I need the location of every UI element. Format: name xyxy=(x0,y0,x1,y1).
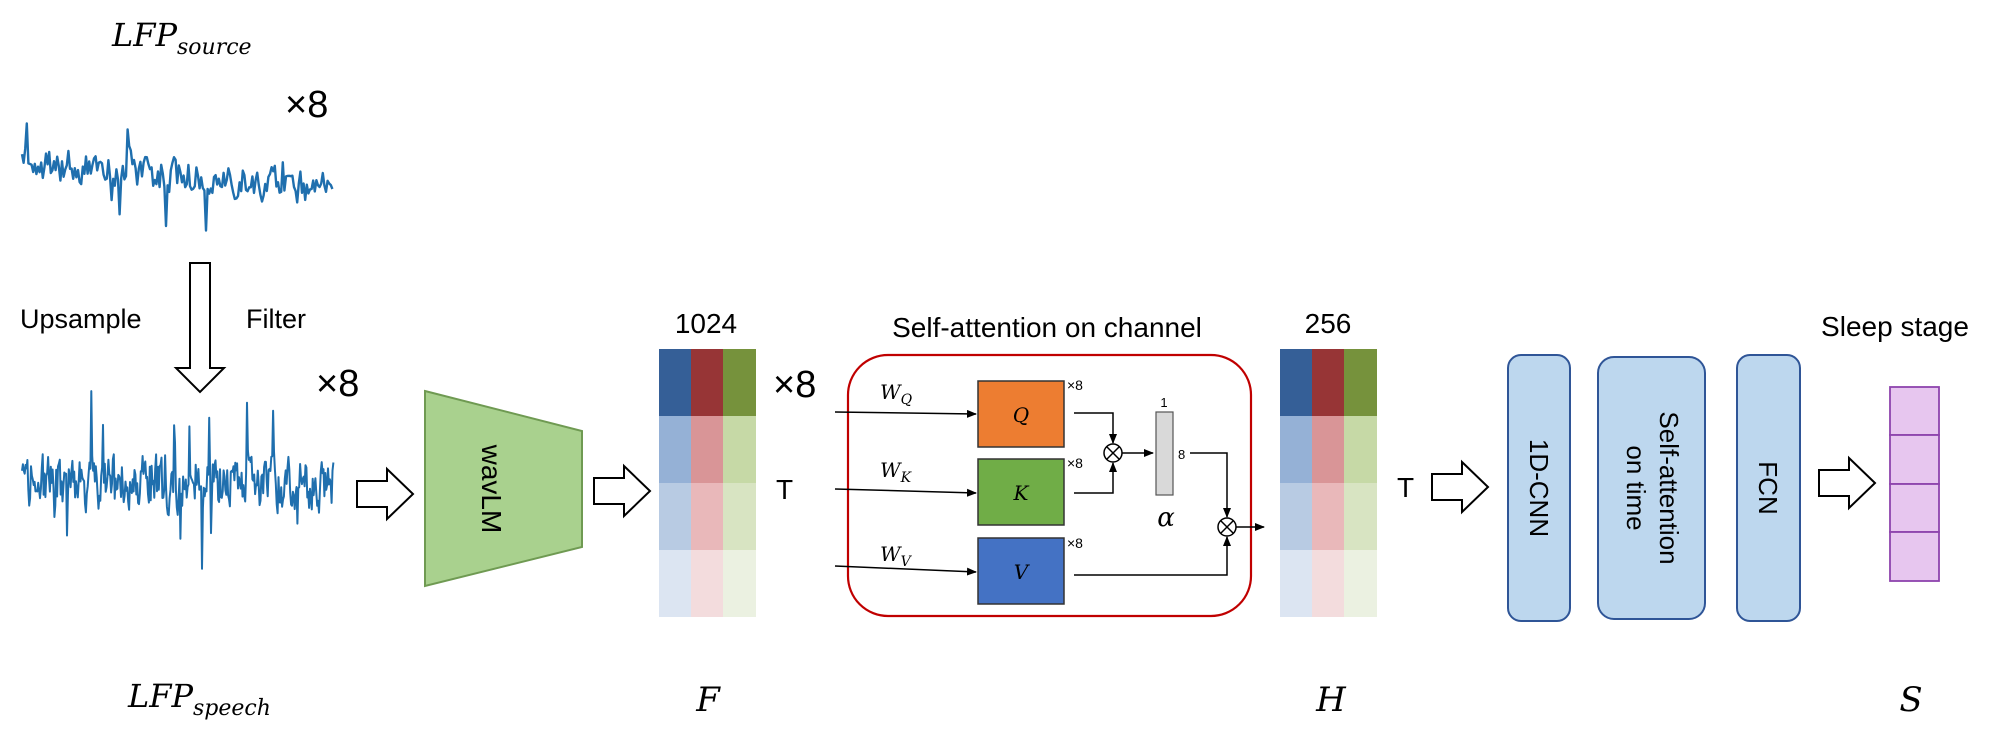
feature-matrix xyxy=(659,349,756,617)
S-label: S xyxy=(1899,680,1922,720)
matrix-cell xyxy=(691,349,723,416)
matrix-cell xyxy=(1280,416,1312,483)
sleep-stage-cell xyxy=(1889,483,1940,533)
v-label: V xyxy=(1014,560,1031,584)
matrix-cell xyxy=(1312,483,1344,550)
wavlm-label: wavLM xyxy=(476,444,507,534)
source-times8-label: ×8 xyxy=(285,84,328,126)
self-attention-channel-title: Self-attention on channel xyxy=(892,312,1202,343)
hidden-matrix xyxy=(1280,349,1377,617)
matrix-cell xyxy=(1312,416,1344,483)
wavlm-block xyxy=(424,389,583,588)
lfp-source-signal xyxy=(20,122,334,232)
multiply-icon xyxy=(1217,517,1237,537)
fcn-block xyxy=(1736,354,1801,622)
matrix-cell xyxy=(1280,483,1312,550)
wv-label: WV xyxy=(880,542,913,570)
multiply-icon xyxy=(1103,443,1123,463)
cnn-1d-block xyxy=(1507,354,1571,622)
k-times8-label: ×8 xyxy=(1067,455,1083,471)
hidden-T-label: T xyxy=(1397,472,1414,503)
matrix-cell xyxy=(659,550,691,617)
lfp-speech-label: LFPspeech xyxy=(127,677,271,721)
matrix-cell xyxy=(1280,349,1312,416)
matrix-cell xyxy=(691,416,723,483)
k-to-multiply xyxy=(1074,462,1117,494)
wk-arrow xyxy=(834,488,977,497)
v-box xyxy=(977,537,1065,605)
matrix-cell xyxy=(659,416,691,483)
features-T-label: T xyxy=(776,474,793,505)
fcn-label: FCN xyxy=(1753,461,1783,514)
speech-times8-label: ×8 xyxy=(316,363,359,405)
q-box xyxy=(977,380,1065,448)
q-times8-label: ×8 xyxy=(1067,377,1083,393)
arrow-to-output xyxy=(1818,455,1877,511)
sleep-stage-cell xyxy=(1889,531,1940,582)
alpha-to-multiply xyxy=(1190,452,1231,518)
v-times8-label: ×8 xyxy=(1067,535,1083,551)
matrix-cell xyxy=(1344,550,1377,617)
matrix-cell xyxy=(1280,550,1312,617)
lfp-speech-signal xyxy=(21,390,335,570)
sleep-stage-cell xyxy=(1889,386,1940,436)
wq-arrow xyxy=(834,409,977,418)
q-to-multiply xyxy=(1074,412,1117,444)
sleep-stage-title: Sleep stage xyxy=(1821,311,1969,342)
matrix-cell xyxy=(1344,416,1377,483)
self-attention-channel-frame xyxy=(846,353,1253,618)
arrow-to-wavlm xyxy=(356,466,415,522)
matrix-cell xyxy=(723,349,756,416)
matrix-cell xyxy=(723,416,756,483)
upsample-label: Upsample xyxy=(20,304,142,334)
v-to-multiply xyxy=(1074,536,1231,576)
wv-arrow xyxy=(834,565,977,576)
wq-label: WQ xyxy=(880,380,913,408)
wk-label: WK xyxy=(880,458,913,486)
lfp-source-label: LFPsource xyxy=(111,16,252,60)
upsample-down-arrow xyxy=(173,262,227,394)
matrix-cell xyxy=(1344,349,1377,416)
arrow-to-features xyxy=(593,463,652,519)
sleep-stage-cell xyxy=(1889,434,1940,485)
matrix-cell xyxy=(691,550,723,617)
hidden-dim-label: 256 xyxy=(1305,308,1352,339)
cnn-1d-label: 1D-CNN xyxy=(1524,439,1554,537)
filter-label: Filter xyxy=(246,304,306,334)
H-label: H xyxy=(1315,680,1347,720)
matrix-cell xyxy=(659,483,691,550)
matrix-cell xyxy=(723,483,756,550)
matrix-cell xyxy=(1312,550,1344,617)
alpha-dim8-label: 8 xyxy=(1178,447,1185,462)
features-times8-label: ×8 xyxy=(773,364,816,406)
k-box xyxy=(977,458,1065,526)
F-label: F xyxy=(695,680,721,720)
alpha-vector xyxy=(1155,411,1174,496)
self-attention-time-label: Self-attention on time xyxy=(1621,411,1684,564)
sleep-stage-vector xyxy=(1889,386,1940,582)
matrix-cell xyxy=(1312,349,1344,416)
self-attention-time-line2: on time xyxy=(1621,445,1651,530)
matrix-cell xyxy=(691,483,723,550)
matrix-cell xyxy=(659,349,691,416)
self-attention-time-line1: Self-attention xyxy=(1654,411,1684,564)
q-label: Q xyxy=(1013,403,1029,427)
arrow-to-cnn xyxy=(1431,459,1490,515)
self-attention-time-block xyxy=(1597,356,1706,620)
feature-dim-label: 1024 xyxy=(675,308,737,339)
matrix-cell xyxy=(1344,483,1377,550)
alpha-label: α xyxy=(1157,503,1175,533)
k-label: K xyxy=(1013,481,1030,505)
matrix-cell xyxy=(723,550,756,617)
alpha-dim1-label: 1 xyxy=(1160,395,1167,410)
